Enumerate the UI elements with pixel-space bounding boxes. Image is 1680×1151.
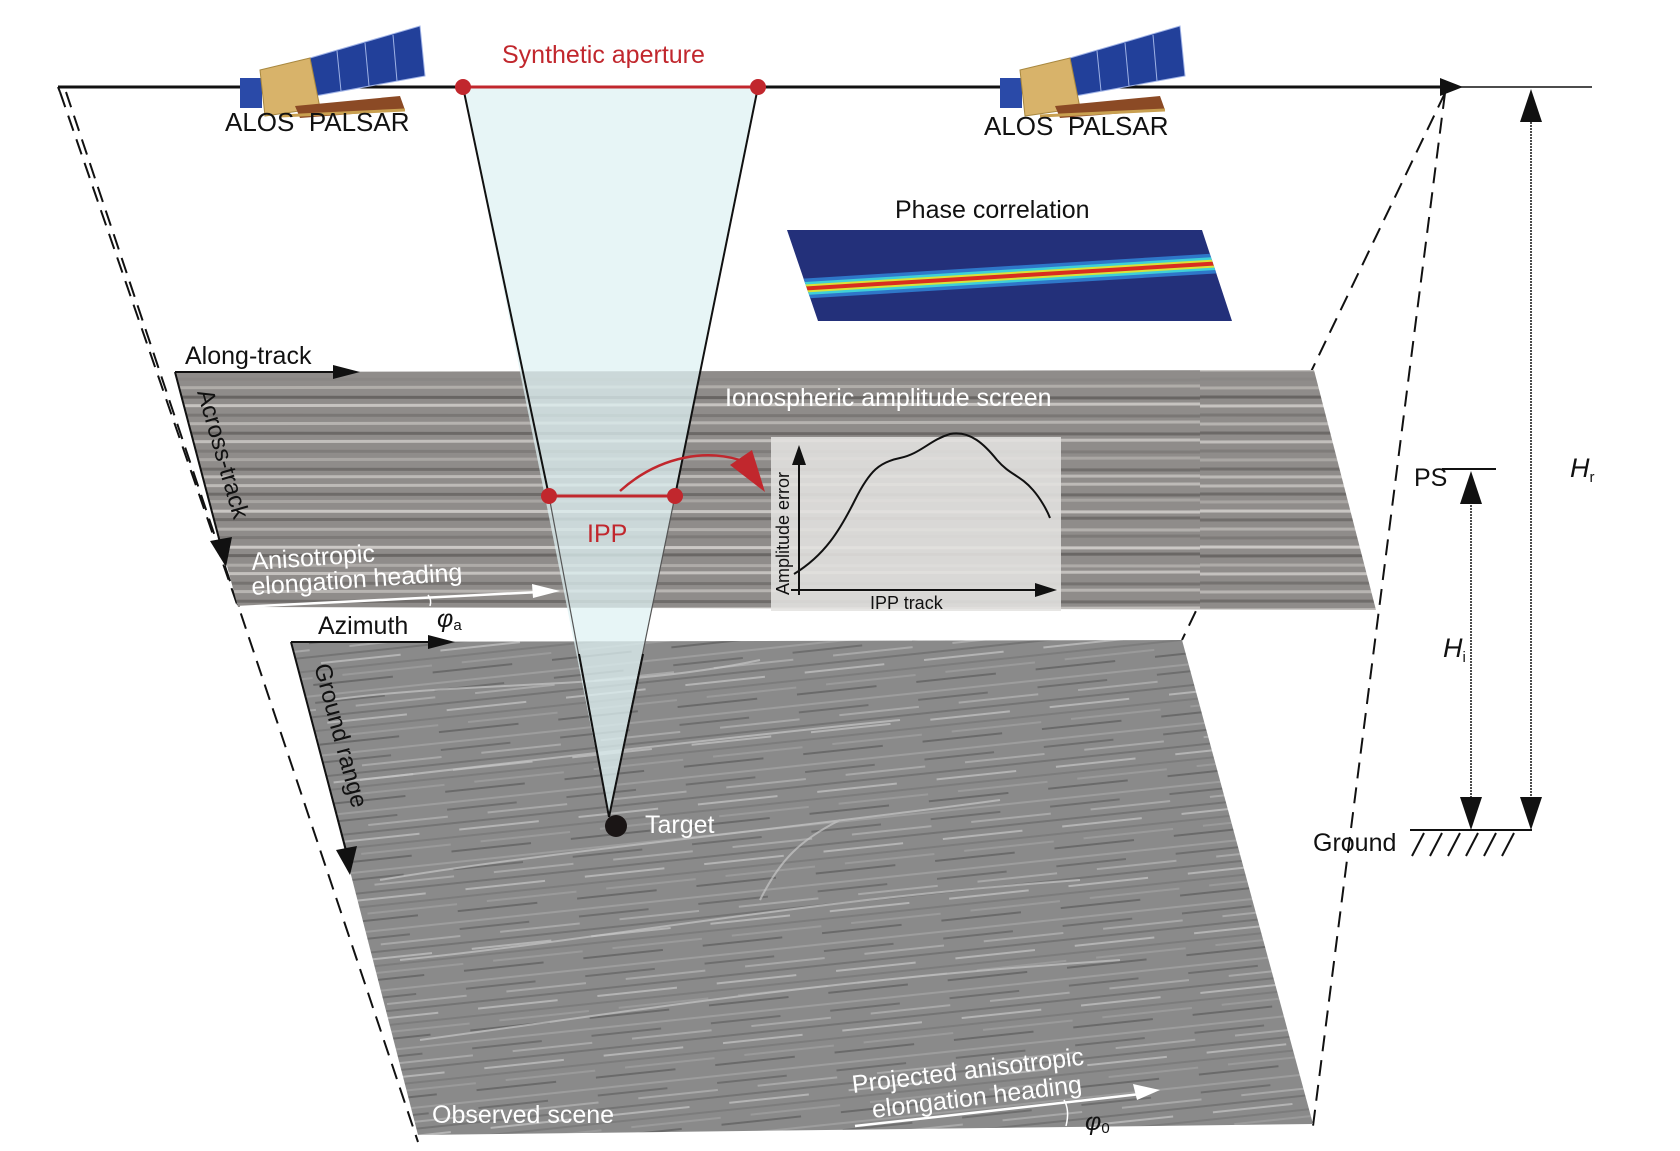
h-i-bottom-arrowhead (1460, 797, 1482, 830)
satellite-right-label: ALOS PALSAR (984, 111, 1169, 141)
synthetic-aperture-beam (463, 87, 758, 817)
phi-a-arc (427, 594, 432, 607)
ionospheric-screen-label: Ionospheric amplitude screen (725, 384, 1052, 412)
aperture-end-dot (750, 79, 766, 95)
azimuth-label: Azimuth (318, 612, 408, 640)
azimuth-arrowhead (428, 635, 455, 649)
amplitude-error-inset-background (771, 437, 1061, 611)
satellite-icon-right (1000, 25, 1186, 118)
amplitude-error-axis-label: Amplitude error (773, 472, 793, 595)
h-i-label: Hi (1443, 633, 1466, 666)
h-i-top-arrowhead (1460, 471, 1482, 504)
ground-range-arrowhead (336, 846, 357, 875)
h-r-bottom-arrowhead (1520, 797, 1542, 830)
ipp-to-inset-arrowhead (730, 450, 765, 492)
ipp-left-dot (541, 488, 557, 504)
across-track-arrow (174, 371, 223, 551)
projected-heading-arrow (854, 1091, 1151, 1128)
ipp-track-axis-label: IPP track (870, 593, 944, 613)
inset-y-axis-arrowhead (792, 445, 806, 465)
ground-label: Ground (1313, 829, 1396, 857)
h-r-top-arrowhead (1520, 89, 1542, 122)
orbit-left-corner (57, 86, 61, 93)
synthetic-aperture-label: Synthetic aperture (502, 41, 705, 69)
projected-heading-arrowhead (1133, 1084, 1160, 1100)
ps-label: PS (1414, 464, 1447, 492)
along-track-label: Along-track (185, 342, 312, 370)
phase-correlation-image (787, 230, 1232, 321)
left-projection-dashed-lines (59, 91, 419, 1143)
ground-hatch-icon (1411, 832, 1515, 857)
target-dot (605, 815, 627, 837)
ipp-to-inset-arrow (619, 454, 746, 492)
observed-scene-surface (291, 640, 1313, 1135)
ground-range-arrow (290, 641, 349, 859)
phi-a-symbol: φa (437, 605, 462, 634)
phi-0-arc (1063, 1099, 1069, 1127)
across-track-arrowhead (210, 537, 232, 567)
observed-scene-label: Observed scene (432, 1101, 614, 1129)
h-r-label: Hr (1570, 453, 1595, 486)
phi-0-symbol: φ0 (1085, 1108, 1110, 1137)
ipp-right-dot (667, 488, 683, 504)
target-label: Target (645, 811, 715, 839)
satellite-icon-left (240, 25, 426, 118)
phase-correlation-title: Phase correlation (895, 196, 1090, 224)
inset-x-axis-arrowhead (1035, 583, 1057, 597)
aperture-start-dot (455, 79, 471, 95)
along-track-arrowhead (333, 365, 360, 379)
ipp-label: IPP (587, 520, 627, 548)
amplitude-error-curve (793, 432, 1051, 575)
anisotropic-heading-arrowhead (532, 584, 560, 598)
beam-edges (462, 86, 759, 818)
satellite-left-label: ALOS PALSAR (225, 107, 410, 137)
anisotropic-heading-arrow (239, 590, 541, 609)
orbit-direction-arrowhead (1440, 78, 1463, 96)
